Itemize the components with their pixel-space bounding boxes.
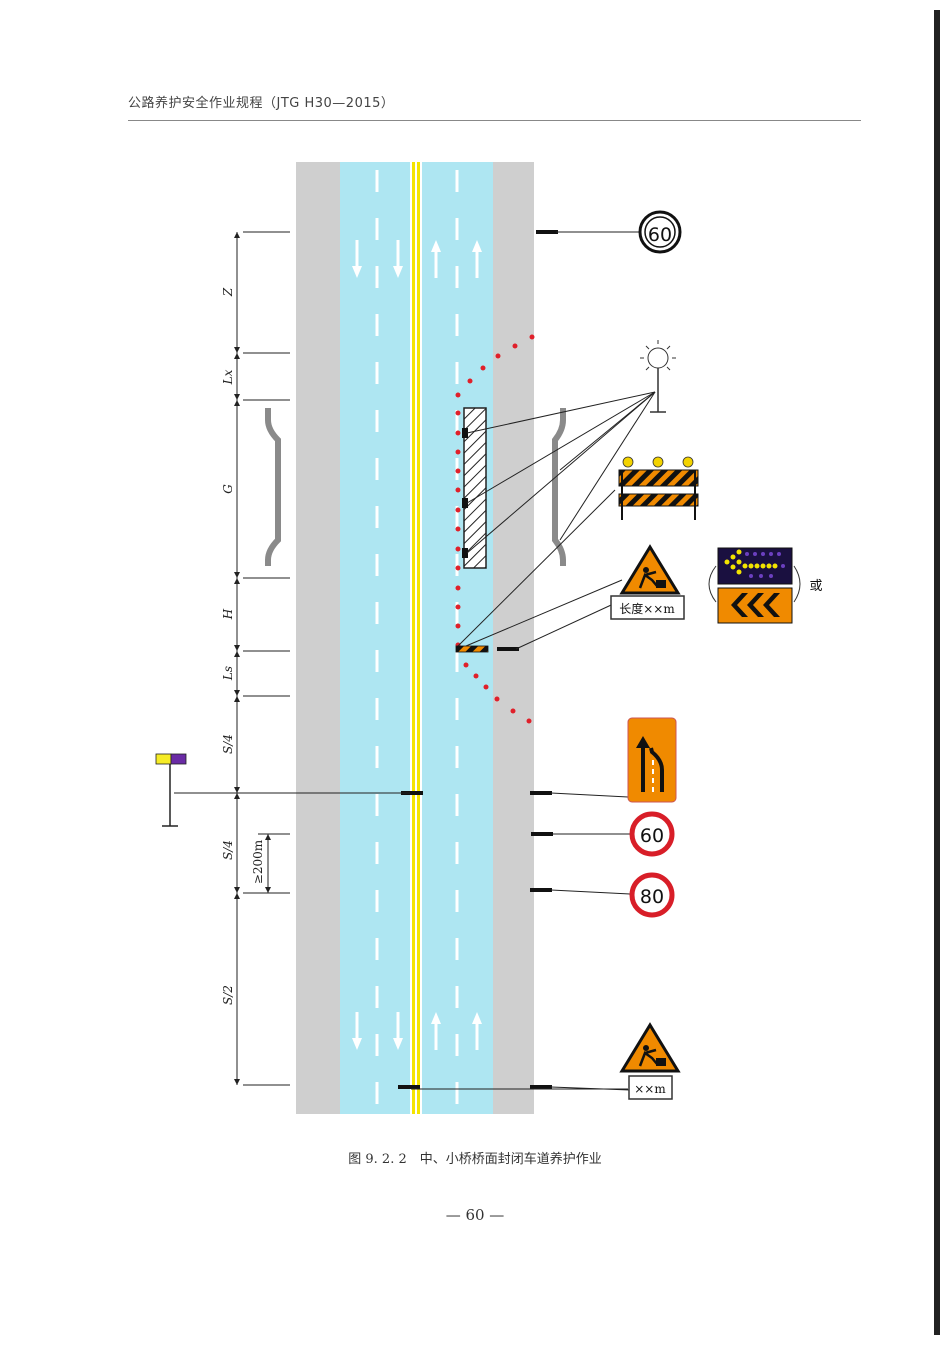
- dim-label-z: Z: [221, 287, 235, 297]
- arrow-board-icon: [708, 547, 801, 624]
- dim-label-ls: Ls: [221, 666, 235, 681]
- page-number: — 60 —: [445, 1206, 505, 1224]
- sign-posts: [398, 230, 558, 1089]
- header-rule: [128, 120, 861, 121]
- right-shoulder: [493, 162, 534, 1114]
- dimension-ticks: [234, 232, 271, 1085]
- dim-label-s2: S/2: [221, 985, 235, 1005]
- speed-limit-sign-top: [638, 210, 682, 254]
- center-line: [417, 162, 420, 1114]
- dim-label-s4a: S/4: [221, 734, 235, 754]
- page-header: 公路养护安全作业规程（JTG H30—2015）: [128, 96, 395, 111]
- leader-lines: [174, 231, 656, 1091]
- dimension-line: [236, 231, 290, 1086]
- road-works-sign: [610, 544, 685, 620]
- figure-caption: 图 9. 2. 2 中、小桥桥面封闭车道养护作业: [348, 1152, 602, 1167]
- flag-marker: [155, 753, 187, 827]
- distance-plate: ××m: [634, 1082, 666, 1096]
- lane-merge-sign: [627, 717, 677, 803]
- dim-label-lx: Lx: [221, 369, 235, 385]
- warning-lamp-bases: [462, 428, 468, 558]
- dim-label-g: G: [221, 484, 235, 494]
- lane-dividers: [375, 170, 459, 1110]
- center-line-bed: [410, 162, 422, 1114]
- dim-label-h: H: [221, 608, 235, 620]
- center-line: [412, 162, 415, 1114]
- road-works-sign-bottom: [619, 1022, 681, 1100]
- or-label: 或: [809, 579, 822, 594]
- road: [296, 162, 534, 1114]
- speed-limit-sign-mid: [629, 811, 675, 857]
- work-length-plate: 长度××m: [619, 601, 675, 616]
- road-barrier-icon: [618, 456, 699, 520]
- bridge-outline: [265, 408, 566, 566]
- speed-limit-mid-value: 60: [640, 825, 664, 847]
- left-shoulder: [296, 162, 340, 1114]
- speed-limit-sign-low: [629, 872, 675, 918]
- speed-limit-low-value: 80: [640, 886, 664, 908]
- lane-barricade: [455, 645, 489, 653]
- lane-arrows: [352, 240, 482, 1050]
- work-area: [463, 407, 487, 569]
- warning-light-icon: [640, 340, 676, 413]
- speed-limit-top-value: 60: [648, 224, 672, 246]
- min-spacing-label: ≥200m: [251, 839, 265, 884]
- scan-edge: [934, 10, 940, 1335]
- dim-label-s4b: S/4: [221, 840, 235, 860]
